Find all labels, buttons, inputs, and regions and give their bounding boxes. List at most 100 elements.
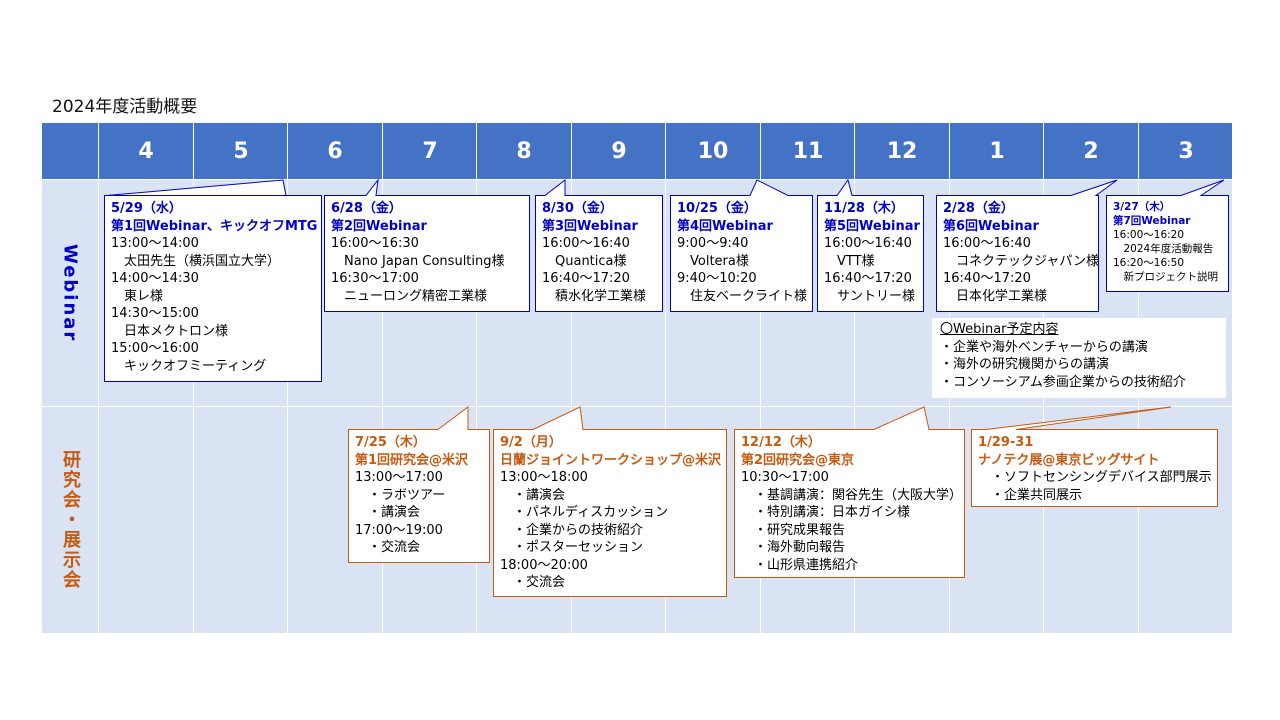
callout-title: 第6回Webinar xyxy=(943,218,1039,234)
callout-line: 16:00～16:20 xyxy=(1113,229,1185,241)
callout-line: Nano Japan Consulting様 xyxy=(331,253,505,269)
month-label: 8 xyxy=(516,138,532,164)
callout-line: ・交流会 xyxy=(355,540,421,555)
callout-date: 1/29-31 xyxy=(978,435,1034,450)
callout-line: ・海外動向報告 xyxy=(741,540,846,555)
webinar-plan-item: ・企業や海外ベンチャーからの講演 xyxy=(940,339,1148,355)
callout-title: 第7回Webinar xyxy=(1113,215,1191,227)
callout-text: 12/12（木） 第2回研究会@東京 10:30～17:00 ・基調講演：関谷先生（… xyxy=(734,429,969,579)
callout-line: ・企業共同展示 xyxy=(978,487,1083,503)
month-label: 7 xyxy=(422,138,438,164)
callout-shape xyxy=(104,179,322,382)
callout-line: ・ポスターセッション xyxy=(500,540,644,555)
callout-line: ・講演会 xyxy=(500,487,566,503)
callout-title: 第2回研究会@東京 xyxy=(741,452,855,468)
callout-line: 日本メクトロン様 xyxy=(111,323,229,339)
callout-line: 16:40～17:20 xyxy=(542,271,630,286)
callout-line: 日本化学工業様 xyxy=(943,288,1048,304)
callout-line: 14:00～14:30 xyxy=(111,271,199,286)
callout-line: 15:00～16:00 xyxy=(111,341,199,356)
callout-title: 第4回Webinar xyxy=(677,218,773,234)
callout-line: 16:00～16:40 xyxy=(824,236,912,251)
callout-line: ・山形県連携紹介 xyxy=(741,557,859,573)
callout-line: 9:00～9:40 xyxy=(677,236,749,251)
callout-line: 住友ベークライト様 xyxy=(677,288,808,304)
webinar-callout-6: 2/28（金） 第6回Webinar 16:00～16:40 コネクテックジャパン様… xyxy=(936,179,1118,312)
month-label: 9 xyxy=(611,138,627,164)
callout-line: 17:00～19:00 xyxy=(355,522,443,538)
callout-line: ・特別講演：日本ガイシ様 xyxy=(741,505,911,520)
callout-line: 16:20～16:50 xyxy=(1113,257,1185,269)
callout-title: 日蘭ジョイントワークショップ@米沢 xyxy=(500,452,722,468)
callout-date: 5/29（水） xyxy=(111,201,182,216)
callout-title: 第2回Webinar xyxy=(331,218,427,234)
callout-line: 新プロジェクト説明 xyxy=(1113,271,1218,283)
month-label: 12 xyxy=(886,138,918,164)
callout-date: 12/12（木） xyxy=(741,435,821,450)
callout-date: 2/28（金） xyxy=(943,201,1014,216)
callout-line: 太田先生（横浜国立大学） xyxy=(111,253,281,269)
callout-shape xyxy=(324,178,530,312)
callout-line: 10:30～17:00 xyxy=(741,470,829,485)
month-label: 3 xyxy=(1178,138,1194,164)
callout-title: 第1回研究会@米沢 xyxy=(355,452,469,468)
callout-line: コネクテックジャパン様 xyxy=(943,253,1100,269)
callout-line: キックオフミーティング xyxy=(111,358,267,374)
callout-line: 16:00～16:40 xyxy=(943,236,1031,251)
callout-shape xyxy=(493,406,727,597)
callout-shape xyxy=(1106,179,1229,292)
callout-shape xyxy=(817,178,924,312)
webinar-plan-title: 〇Webinar予定内容 xyxy=(940,322,1059,337)
callout-date: 3/27（木） xyxy=(1113,201,1171,213)
callout-line: ・ラボツアー xyxy=(355,487,446,503)
callout-date: 6/28（金） xyxy=(331,201,402,216)
callout-line: Quantica様 xyxy=(542,253,627,269)
callout-line: ・企業からの技術紹介 xyxy=(500,522,644,538)
webinar-callout-2: 6/28（金） 第2回Webinar 16:00～16:30 Nano Japan … xyxy=(324,178,530,312)
callout-line: 16:30～17:00 xyxy=(331,271,419,286)
callout-line: 積水化学工業様 xyxy=(542,288,647,304)
webinar-row-label: Webinar xyxy=(59,243,81,343)
callout-text: 6/28（金） 第2回Webinar 16:00～16:30 Nano Japan … xyxy=(324,195,512,310)
callout-title: ナノテク展@東京ビッグサイト xyxy=(978,452,1160,468)
month-label: 6 xyxy=(327,138,343,164)
callout-line: Voltera様 xyxy=(677,253,749,269)
callout-date: 9/2（月） xyxy=(500,435,562,450)
callout-line: 18:00～20:00 xyxy=(500,557,588,573)
callout-date: 8/30（金） xyxy=(542,201,613,216)
callout-line: 東レ様 xyxy=(111,288,164,304)
webinar-plan-note: 〇Webinar予定内容 ・企業や海外ベンチャーからの講演 ・海外の研究機関から… xyxy=(932,318,1226,398)
callout-date: 11/28（木） xyxy=(824,201,904,216)
callout-title: 第1回Webinar、キックオフMTG xyxy=(111,218,318,234)
month-label: 5 xyxy=(233,138,249,164)
callout-date: 7/25（木） xyxy=(355,435,426,450)
callout-line: 16:00～16:30 xyxy=(331,236,419,251)
webinar-plan-item: ・海外の研究機関からの講演 xyxy=(940,357,1110,372)
callout-line: ・交流会 xyxy=(500,575,566,590)
callout-line: ニューロング精密工業様 xyxy=(331,288,488,304)
callout-line: ・基調講演：関谷先生（大阪大学） xyxy=(741,487,963,503)
callout-line: ・パネルディスカッション xyxy=(500,505,669,520)
callout-line: ・ソフトセンシングデバイス部門展示 xyxy=(978,470,1212,485)
callout-line: 13:00～17:00 xyxy=(355,470,443,485)
callout-line: ・研究成果報告 xyxy=(741,522,846,538)
callout-shape xyxy=(348,406,490,563)
webinar-plan-item: ・コンソーシアム参画企業からの技術紹介 xyxy=(940,374,1186,390)
callout-shape xyxy=(535,178,663,312)
callout-line: 16:40～17:20 xyxy=(824,271,912,286)
callout-shape xyxy=(971,406,1218,507)
month-label: 10 xyxy=(697,138,729,164)
callout-line: VTT様 xyxy=(824,253,875,269)
